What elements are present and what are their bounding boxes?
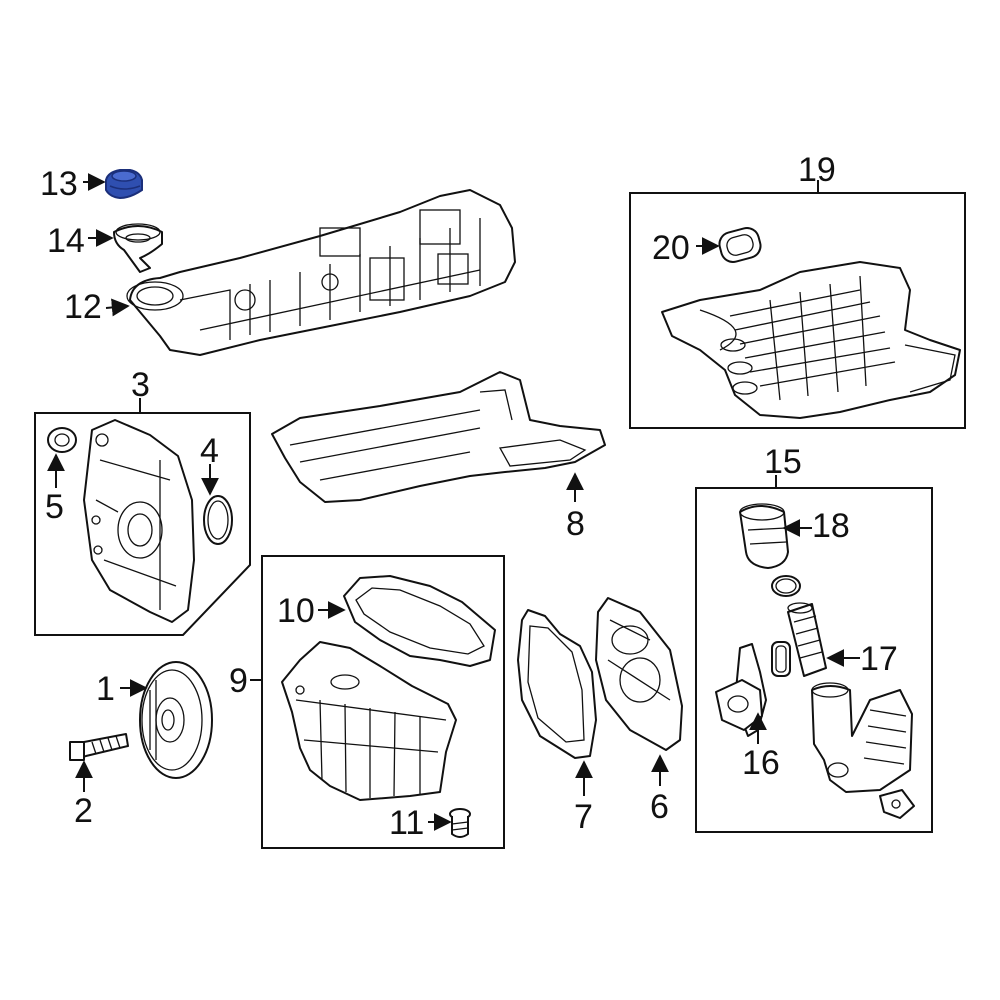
part-1-harmonic-balancer [139, 661, 213, 779]
callout-2: 2 [74, 792, 93, 830]
part-15-oil-filter-housing [811, 682, 913, 793]
part-15-sensor [879, 789, 915, 819]
leader-12 [105, 298, 130, 317]
part-5-seal [47, 427, 77, 453]
part-19-intake-manifold [661, 261, 961, 419]
callout-17: 17 [860, 640, 898, 678]
callout-7: 7 [574, 798, 593, 836]
part-8-upper-oil-pan [271, 371, 606, 503]
part-18-o-ring [771, 575, 801, 597]
callout-8: 8 [566, 505, 585, 543]
callout-4: 4 [200, 432, 219, 470]
part-17-filter-seal [771, 641, 791, 677]
callout-6: 6 [650, 788, 669, 826]
part-18-filter-housing-cap [739, 503, 789, 569]
callout-1: 1 [96, 670, 115, 708]
part-14-filler-seal [113, 223, 163, 273]
part-10-oil-pan-gasket [343, 575, 496, 667]
callout-16: 16 [742, 744, 780, 782]
callout-14: 14 [47, 222, 85, 260]
part-17-oil-filter-element [787, 602, 827, 677]
group-box-9 [261, 555, 505, 849]
part-6-front-cover [595, 597, 683, 751]
callout-18: 18 [812, 507, 850, 545]
group-box-3 [34, 412, 251, 636]
callout-9: 9 [229, 662, 248, 700]
callout-10: 10 [277, 592, 315, 630]
callout-19: 19 [798, 151, 836, 189]
callout-15: 15 [764, 443, 802, 481]
group-box-19 [629, 192, 966, 429]
part-20-manifold-gasket [718, 227, 762, 263]
part-13-oil-filler-cap[interactable] [105, 169, 143, 200]
part-9-oil-pan [281, 641, 457, 801]
part-4-o-ring [203, 495, 233, 545]
part-3-timing-cover [83, 419, 195, 623]
callout-12: 12 [64, 288, 102, 326]
part-7-cover-gasket [517, 609, 597, 759]
callout-11: 11 [389, 804, 424, 842]
group-box-15 [695, 487, 933, 833]
part-11-drain-plug [449, 808, 471, 838]
callout-13: 13 [40, 165, 78, 203]
part-2-balancer-bolt [69, 733, 129, 761]
callout-5: 5 [45, 488, 64, 526]
callout-20: 20 [652, 229, 690, 267]
callout-3: 3 [131, 366, 150, 404]
part-12-valve-cover [126, 189, 516, 356]
